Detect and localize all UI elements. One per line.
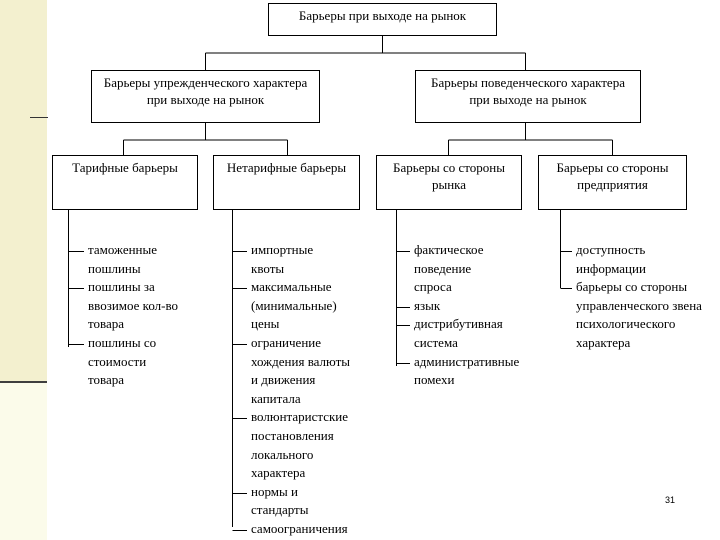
list-item: (минимальные) [251,297,337,313]
list-item: пошлины со [88,334,157,350]
list-item: спроса [414,279,452,295]
side-band-bottom [0,383,47,540]
list-item: информации [576,260,646,276]
list-item: барьеры со стороны [576,279,688,295]
list-item: таможенные [88,242,158,257]
preventive-barriers-node: Барьеры упрежденческого характера при вы… [91,70,320,123]
list-item: локального [251,446,314,462]
market-barriers-list: фактическое поведение спроса язык дистрибути… [414,241,519,390]
list-item: характера [251,465,306,481]
root-node-label: Барьеры при выходе на рынок [298,8,467,23]
list-item: управленческого звена [576,297,702,313]
list-item: психологического [576,316,676,332]
list-item: волюнтаристские [251,409,349,425]
nontariff-barriers-line1: Нетарифные барьеры [226,160,347,175]
behavioral-barriers-line1: Барьеры поведенческого характера [431,75,625,90]
list-item: самоограничения [251,520,348,536]
list-item: и движения [251,372,316,388]
list-item: доступность [576,242,646,257]
list-item: характера [576,334,631,350]
enterprise-barriers-line2: предприятия [577,177,648,192]
enterprise-barriers-line1: Барьеры со стороны [556,160,669,175]
market-barriers-node: Барьеры со стороны рынка [376,155,522,210]
list-item: капитала [251,390,301,406]
list-item: помехи [414,372,455,388]
nontariff-barriers-list: импортные квоты максимальные (минимальные) ц… [251,241,350,539]
tariff-barriers-line1: Тарифные барьеры [72,160,178,175]
list-item: хождения валюты [251,353,350,369]
list-item: импортные [251,242,314,257]
list-item: постановления [251,427,334,443]
nontariff-barriers-node: Нетарифные барьеры [213,155,360,210]
market-barriers-line1: Барьеры со стороны [393,160,505,175]
list-item: дистрибутивная [414,316,503,332]
list-item: стандарты [251,502,309,518]
list-item: стоимости [88,353,147,369]
list-item: ограничение [251,334,322,350]
list-item: квоты [251,260,285,276]
list-item: максимальные [251,279,332,295]
list-item: пошлины [88,260,141,276]
list-item: нормы и [251,483,298,499]
enterprise-barriers-node: Барьеры со стороны предприятия [538,155,687,210]
preventive-barriers-line1: Барьеры упрежденческого характера [103,75,308,90]
list-item: поведение [414,260,472,276]
accent-line [30,117,48,118]
root-node: Барьеры при выходе на рынок [268,3,497,36]
behavioral-barriers-line2: при выходе на рынок [469,92,587,107]
list-item: язык [414,297,441,313]
behavioral-barriers-node: Барьеры поведенческого характера при вых… [415,70,641,123]
tariff-barriers-node: Тарифные барьеры [52,155,198,210]
preventive-barriers-line2: при выходе на рынок [146,92,265,107]
market-barriers-line2: рынка [431,177,467,192]
page-number: 31 [665,495,676,505]
side-band-top [0,0,47,383]
list-item: ввозимое кол-во [88,297,179,313]
list-item: пошлины за [88,279,155,295]
tariff-barriers-list: таможенные пошлины пошлины за ввозимое кол-… [88,241,178,390]
list-item: административные [414,353,520,369]
list-item: цены [251,316,280,332]
list-item: система [414,334,458,350]
list-item: товара [88,372,125,388]
enterprise-barriers-list: доступность информации барьеры со стороны у… [576,241,702,353]
side-band-divider [0,381,47,384]
list-item: фактическое [414,242,484,257]
list-item: товара [88,316,125,332]
